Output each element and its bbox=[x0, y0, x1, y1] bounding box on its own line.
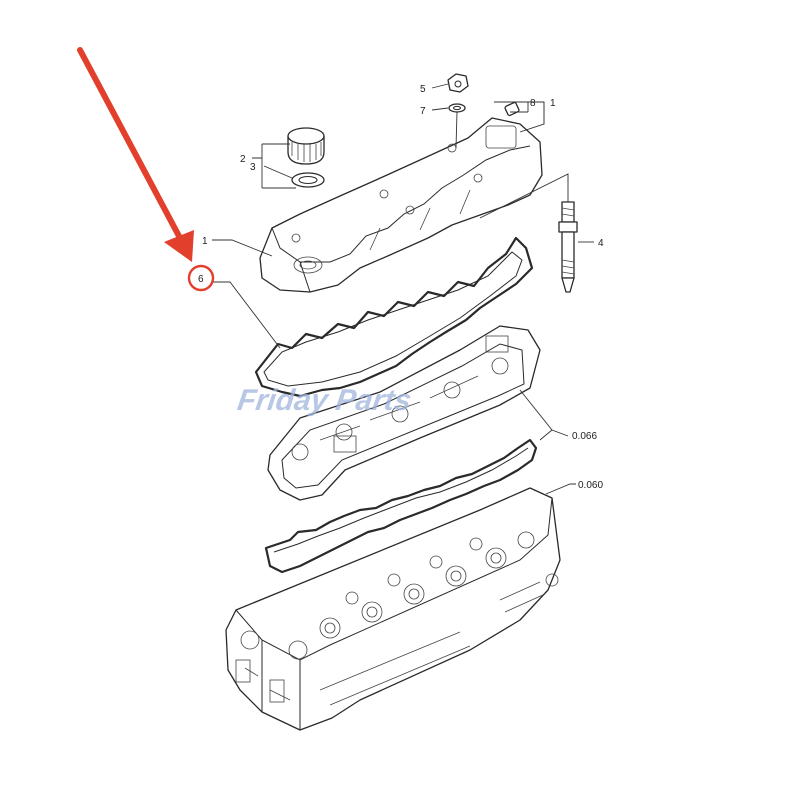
cap-seal-ring bbox=[291, 172, 325, 188]
leader-6 bbox=[212, 281, 281, 349]
cover-nut bbox=[447, 73, 469, 93]
valve-cover-gasket bbox=[254, 236, 534, 398]
callout-3: 3 bbox=[250, 162, 256, 173]
leader-060 bbox=[545, 483, 576, 495]
callout-066: 0.066 bbox=[572, 431, 597, 442]
cylinder-head bbox=[225, 487, 561, 731]
cover-stud bbox=[558, 201, 578, 293]
lower-gasket bbox=[264, 438, 538, 574]
nut-axis-line bbox=[455, 111, 458, 149]
callout-060: 0.060 bbox=[578, 480, 603, 491]
leader-5 bbox=[431, 83, 449, 89]
callout-6: 6 bbox=[198, 274, 204, 285]
valve-cover bbox=[259, 117, 543, 293]
oil-filler-cap bbox=[287, 127, 325, 165]
leader-066-bracket bbox=[519, 389, 569, 441]
red-pointer-arrow bbox=[77, 47, 194, 262]
leader-7 bbox=[431, 107, 449, 111]
callout-5: 5 bbox=[420, 84, 426, 95]
leader-8-bracket bbox=[494, 101, 545, 133]
highlight-circle bbox=[187, 264, 215, 292]
watermark: Friday Parts bbox=[235, 384, 413, 417]
leader-1 bbox=[212, 239, 273, 257]
callout-1-top: 1 bbox=[550, 98, 556, 109]
cover-washer bbox=[448, 103, 466, 113]
callout-1: 1 bbox=[202, 236, 208, 247]
leader-stud-bracket bbox=[479, 173, 569, 219]
callout-8: 8 bbox=[530, 98, 536, 109]
cover-plug bbox=[504, 101, 520, 117]
leader-3 bbox=[263, 165, 293, 179]
callout-2: 2 bbox=[240, 154, 246, 165]
callout-7: 7 bbox=[420, 106, 426, 117]
callout-4: 4 bbox=[598, 238, 604, 249]
rocker-housing bbox=[267, 325, 541, 501]
leader-2-bracket bbox=[252, 143, 296, 189]
